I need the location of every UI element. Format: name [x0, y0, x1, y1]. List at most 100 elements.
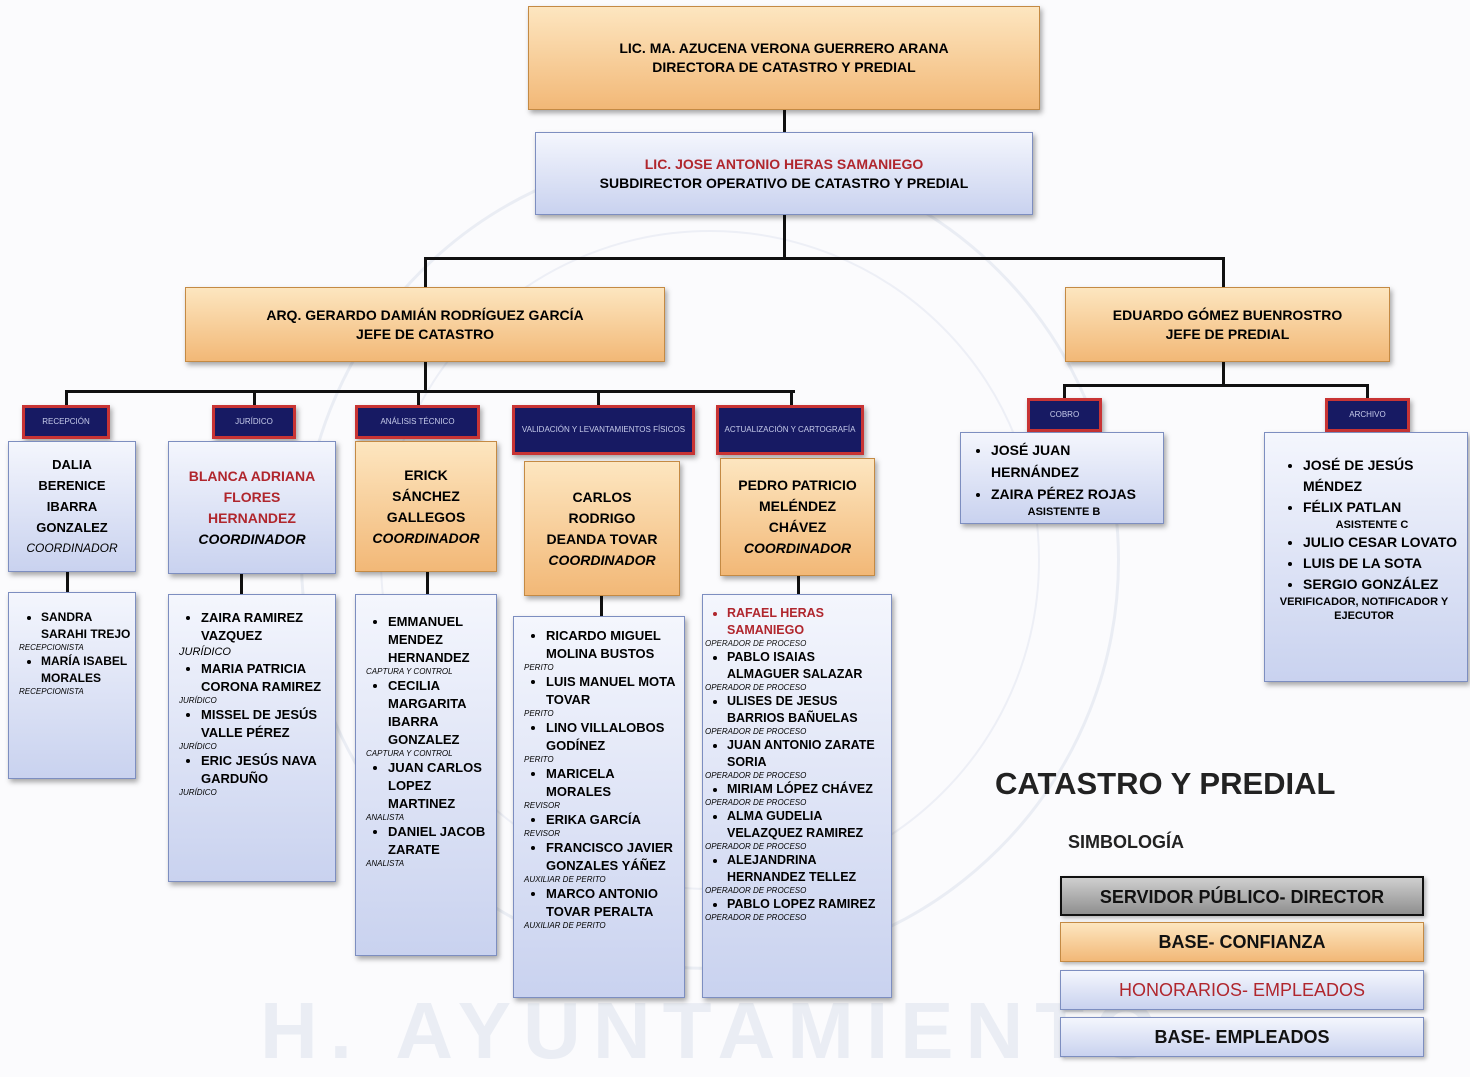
- area-label-juridico: JURÍDICO: [212, 405, 296, 439]
- staff-role: OPERADOR DE PROCESO: [705, 798, 807, 807]
- staff-name: MARÍA ISABEL MORALES: [41, 654, 128, 685]
- coordinator-role: COORDINADOR: [372, 529, 480, 546]
- staff-name: SANDRA SARAHI TREJO: [41, 610, 131, 641]
- staff-name: ALMA GUDELIA VELAZQUEZ RAMIREZ: [727, 809, 864, 840]
- connector: [424, 362, 427, 392]
- staff-name: ULISES DE JESUS BARRIOS BAÑUELAS: [727, 694, 858, 725]
- connector: [65, 390, 795, 393]
- staff-role: OPERADOR DE PROCESO: [705, 683, 807, 692]
- connector: [597, 390, 600, 405]
- list-item: ULISES DE JESUS BARRIOS BAÑUELASOPERADOR…: [705, 693, 887, 737]
- predial-head-name: EDUARDO GÓMEZ BUENROSTRO: [1112, 306, 1343, 323]
- staff-role: JURÍDICO: [179, 696, 217, 705]
- catastro-head-name: ARQ. GERARDO DAMIÁN RODRÍGUEZ GARCÍA: [266, 306, 584, 323]
- staff-role: REVISOR: [524, 829, 561, 838]
- area-label-recepcion: RECEPCIÓN: [22, 405, 110, 439]
- connector: [783, 110, 786, 132]
- staff-name: PABLO ISAIAS ALMAGUER SALAZAR: [727, 650, 863, 681]
- legend-item-honorarios: HONORARIOS- EMPLEADOS: [1060, 970, 1424, 1010]
- staff-name: RICARDO MIGUEL MOLINA BUSTOS: [546, 628, 661, 661]
- catastro-head-title: JEFE DE CATASTRO: [356, 325, 494, 342]
- area-label-validacion: VALIDACIÓN Y LEVANTAMIENTOS FÍSICOS: [512, 405, 695, 455]
- staff-role: ANALISTA: [366, 813, 405, 822]
- predial-head-box: EDUARDO GÓMEZ BUENROSTRO JEFE DE PREDIAL: [1065, 287, 1390, 362]
- coordinator-name-line: PEDRO PATRICIO: [738, 477, 857, 493]
- staff-name: ZAIRA RAMIREZ VAZQUEZ: [201, 610, 304, 643]
- staff-role: RECEPCIONISTA: [19, 687, 84, 696]
- coordinator-name-line: DALIA: [52, 457, 92, 472]
- coordinator-name-line: ERICK: [404, 466, 448, 483]
- staff-role: AUXILIAR DE PERITO: [524, 921, 606, 930]
- list-item: JULIO CESAR LOVATO: [1303, 532, 1463, 553]
- staff-name: JUAN ANTONIO ZARATE SORIA: [727, 738, 875, 769]
- staff-role: ANALISTA: [366, 859, 405, 868]
- connector: [1222, 257, 1225, 287]
- coordinator-name-line: BERENICE: [38, 478, 106, 493]
- predial-head-title: JEFE DE PREDIAL: [1165, 325, 1290, 342]
- connector: [600, 596, 603, 616]
- coordinator-analisis: ERICK SÁNCHEZ GALLEGOS COORDINADOR: [355, 441, 497, 572]
- list-item: CECILIA MARGARITA IBARRA GONZALEZ CAPTURA…: [366, 677, 492, 759]
- coordinator-actualizacion: PEDRO PATRICIO MELÉNDEZ CHÁVEZ COORDINAD…: [720, 458, 875, 576]
- subdirector-box: LIC. JOSE ANTONIO HERAS SAMANIEGO SUBDIR…: [535, 132, 1033, 215]
- staff-role: OPERADOR DE PROCESO: [705, 842, 807, 851]
- coordinator-name-line: IBARRA: [46, 499, 98, 514]
- connector: [424, 257, 427, 287]
- legend-item-director: SERVIDOR PÚBLICO- DIRECTOR: [1060, 876, 1424, 916]
- coordinator-name-line: CARLOS: [572, 488, 632, 505]
- director-title: DIRECTORA DE CATASTRO Y PREDIAL: [652, 59, 916, 75]
- staff-name: LINO VILLALOBOS GODÍNEZ: [546, 720, 665, 753]
- connector: [783, 215, 786, 259]
- connector: [790, 390, 793, 405]
- staff-list-cobro: JOSÉ JUAN HERNÁNDEZ ZAIRA PÉREZ ROJASASI…: [960, 432, 1164, 524]
- coordinator-name-line: GONZALEZ: [36, 520, 108, 535]
- list-item: MIRIAM LÓPEZ CHÁVEZ OPERADOR DE PROCESO: [705, 781, 887, 808]
- staff-role: ASISTENTE C: [1335, 519, 1409, 531]
- coordinator-role: COORDINADOR: [26, 541, 118, 555]
- staff-role: PERITO: [524, 663, 554, 672]
- subdirector-title: SUBDIRECTOR OPERATIVO DE CATASTRO Y PRED…: [599, 174, 969, 191]
- staff-role: PERITO: [524, 709, 554, 718]
- staff-name: DANIEL JACOB ZARATE: [388, 824, 486, 857]
- coordinator-name-line: CHÁVEZ: [768, 519, 827, 535]
- staff-name: CECILIA MARGARITA IBARRA GONZALEZ: [388, 678, 466, 747]
- coordinator-recepcion: DALIA BERENICE IBARRA GONZALEZ COORDINAD…: [8, 441, 136, 572]
- coordinator-name-line: GALLEGOS: [386, 508, 466, 525]
- subdirector-name: LIC. JOSE ANTONIO HERAS SAMANIEGO: [644, 155, 924, 172]
- staff-role: AUXILIAR DE PERITO: [524, 875, 606, 884]
- coordinator-name-line: RODRIGO: [568, 509, 636, 526]
- list-item: JOSÉ DE JESÚS MÉNDEZ: [1303, 455, 1463, 497]
- area-label-actualizacion: ACTUALIZACIÓN Y CARTOGRAFÍA: [716, 405, 864, 455]
- connector: [1222, 362, 1225, 386]
- staff-name: LUIS MANUEL MOTA TOVAR: [546, 674, 676, 707]
- list-item: RICARDO MIGUEL MOLINA BUSTOS PERITO: [524, 627, 680, 673]
- connector: [417, 390, 420, 405]
- staff-role: CAPTURA Y CONTROL: [366, 667, 453, 676]
- staff-name: MIRIAM LÓPEZ CHÁVEZ: [727, 782, 873, 796]
- connector: [253, 390, 256, 405]
- list-item: PABLO ISAIAS ALMAGUER SALAZAR OPERADOR DE…: [705, 649, 887, 693]
- list-item: DANIEL JACOB ZARATE ANALISTA: [366, 823, 492, 869]
- staff-role: JURÍDICO: [179, 646, 231, 658]
- staff-role: CAPTURA Y CONTROL: [366, 749, 453, 758]
- staff-name: FRANCISCO JAVIER GONZALES YÁÑEZ: [546, 840, 673, 873]
- coordinator-name-line: MELÉNDEZ: [759, 498, 836, 514]
- coordinator-juridico: BLANCA ADRIANA FLORES HERNANDEZ COORDINA…: [168, 441, 336, 574]
- coordinator-name-line: FLORES: [223, 488, 281, 505]
- staff-name: ERIKA GARCÍA: [546, 812, 641, 827]
- staff-role: REVISOR: [524, 801, 561, 810]
- staff-role: JURÍDICO: [179, 788, 217, 797]
- director-box: LIC. MA. AZUCENA VERONA GUERRERO ARANA D…: [528, 6, 1040, 110]
- coordinator-validacion: CARLOS RODRIGO DEANDA TOVAR COORDINADOR: [524, 461, 680, 596]
